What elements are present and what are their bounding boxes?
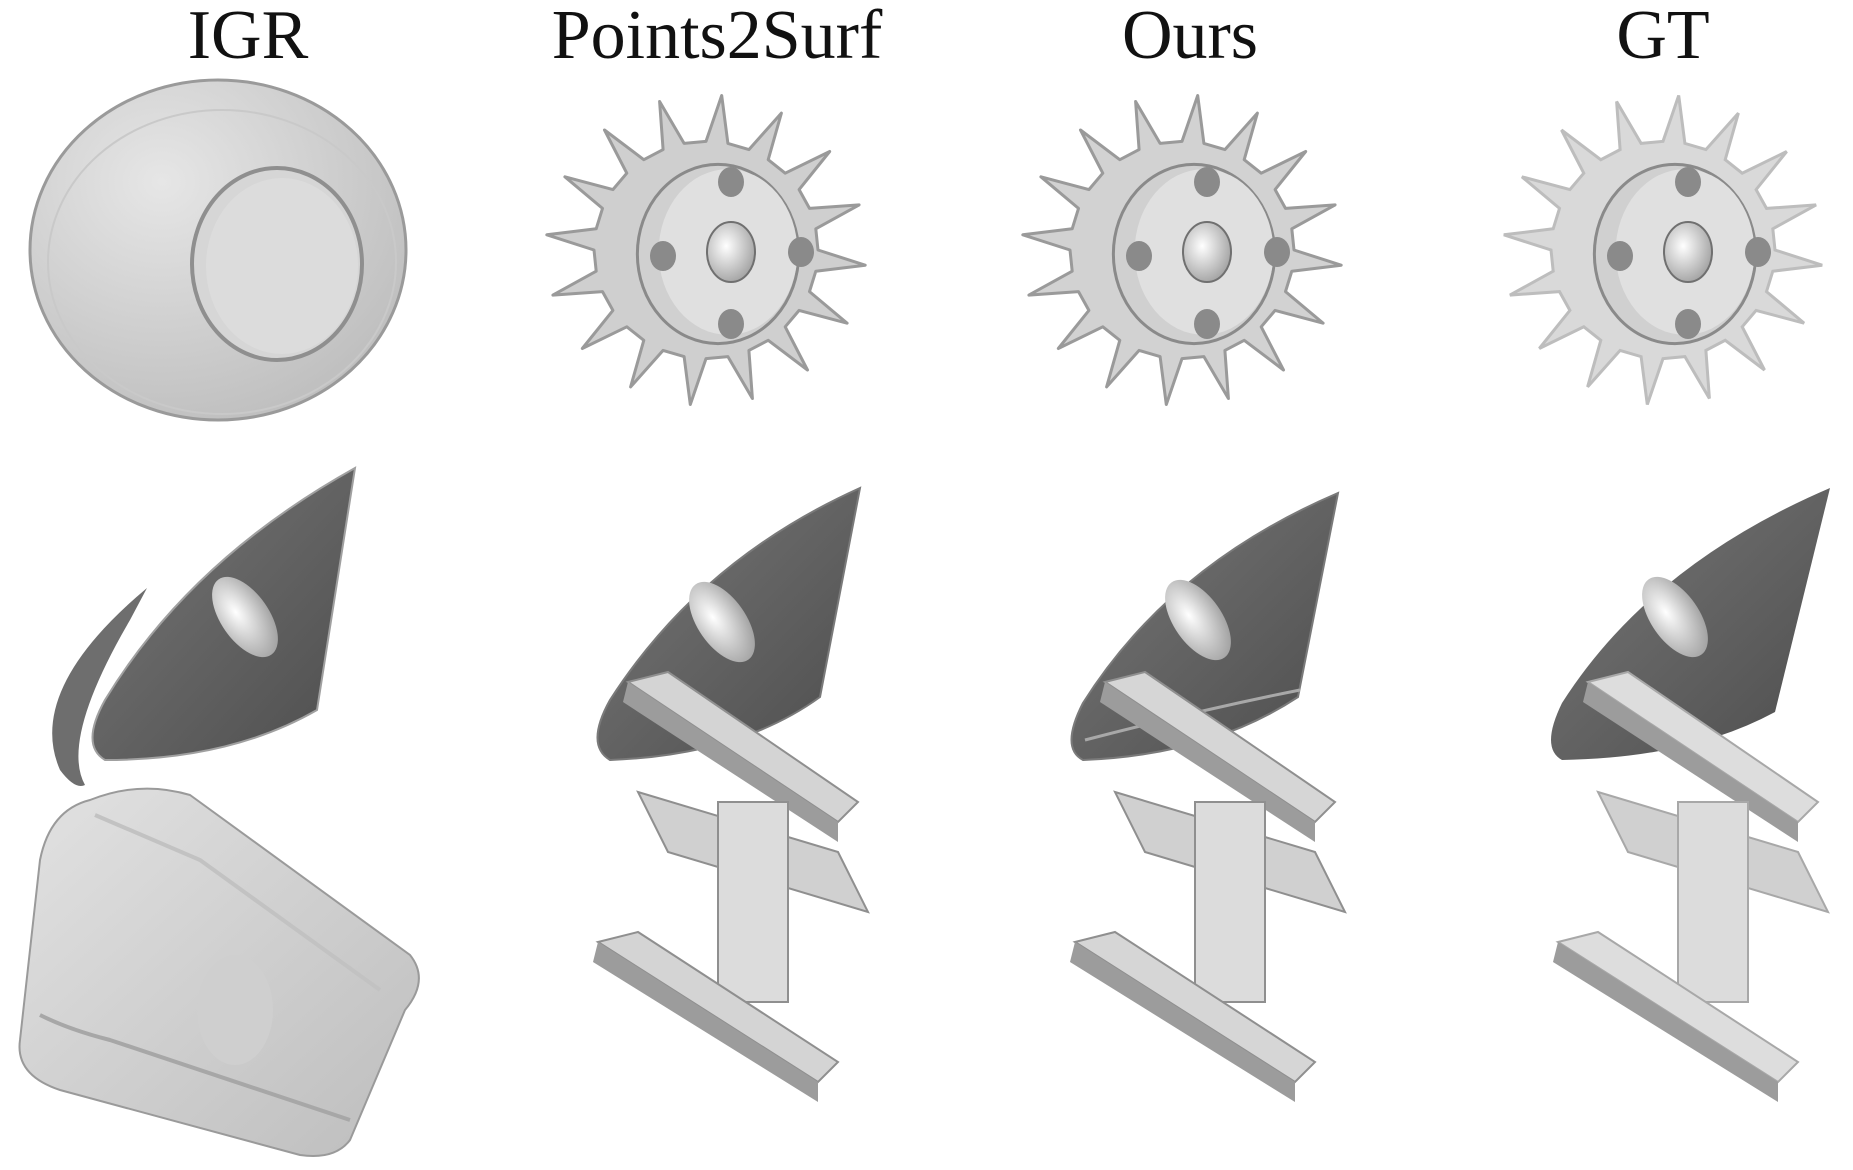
render-igr-bracket: [18, 787, 420, 1157]
render-igr-cone: [52, 466, 357, 786]
render-points2surf-gear: [545, 94, 867, 406]
render-igr-gear: [28, 78, 408, 422]
column-header-igr: IGR: [187, 0, 309, 74]
render-gt-gear: [1503, 95, 1823, 405]
render-ours-bracket: [1070, 670, 1347, 1102]
render-ours-gear: [1021, 94, 1343, 406]
column-header-ours: Ours: [1121, 0, 1259, 74]
render-points2surf-bracket: [593, 670, 870, 1102]
column-header-gt: GT: [1616, 0, 1710, 74]
column-header-points2surf: Points2Surf: [551, 0, 883, 74]
render-gt-bracket: [1553, 670, 1830, 1102]
